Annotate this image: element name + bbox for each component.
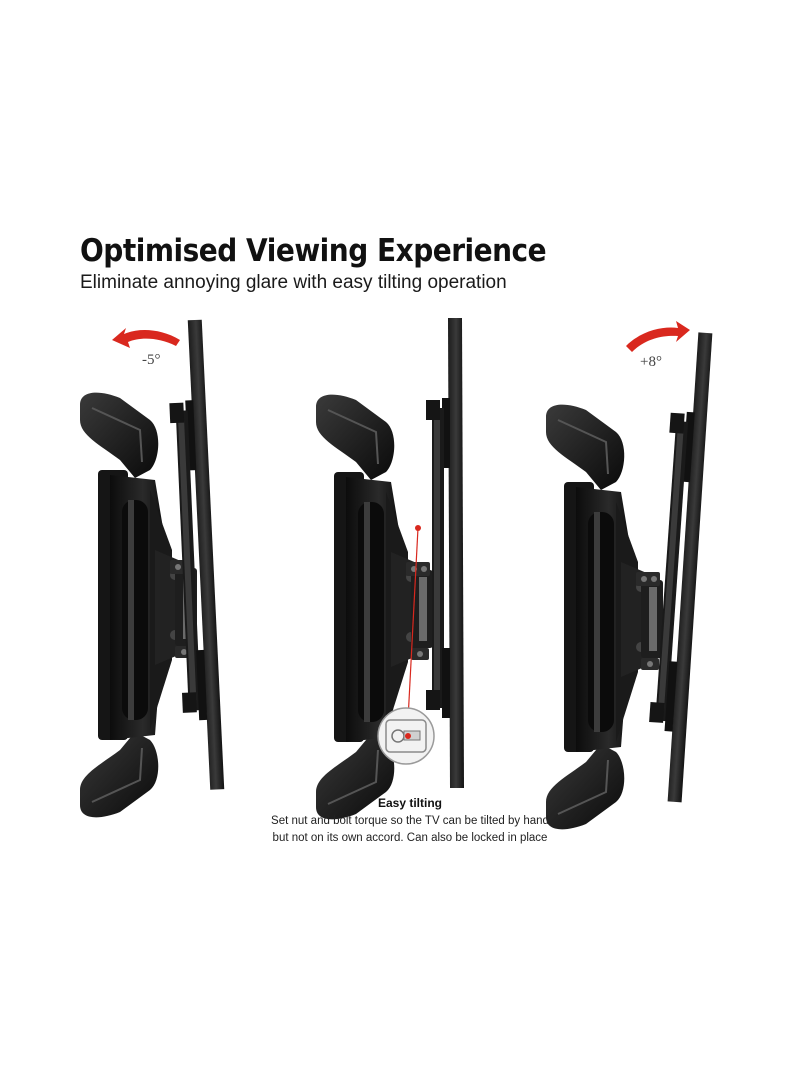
angle-label-left: -5° [142,352,161,368]
tilt-arrow-right [626,321,690,352]
caption-line-2: but not on its own accord. Can also be l… [272,832,548,844]
caption-line-1: Set nut and bolt torque so the TV can be… [271,815,549,827]
subheadline: Eliminate annoying glare with easy tilti… [80,272,507,293]
headline: Optimised Viewing Experience [80,232,547,269]
mount-tilt-minus [79,319,225,819]
easy-tilting-caption: Easy tilting Set nut and bolt torque so … [240,796,580,847]
mount-tilt-plus [545,330,715,831]
angle-label-right: +8° [640,354,662,370]
caption-title: Easy tilting [377,796,442,810]
tilt-lock-detail-icon [377,707,435,765]
tilt-arrow-left [112,328,180,348]
tilt-illustration: -5° +8° [79,318,715,831]
detail-pointer-line [407,527,419,721]
